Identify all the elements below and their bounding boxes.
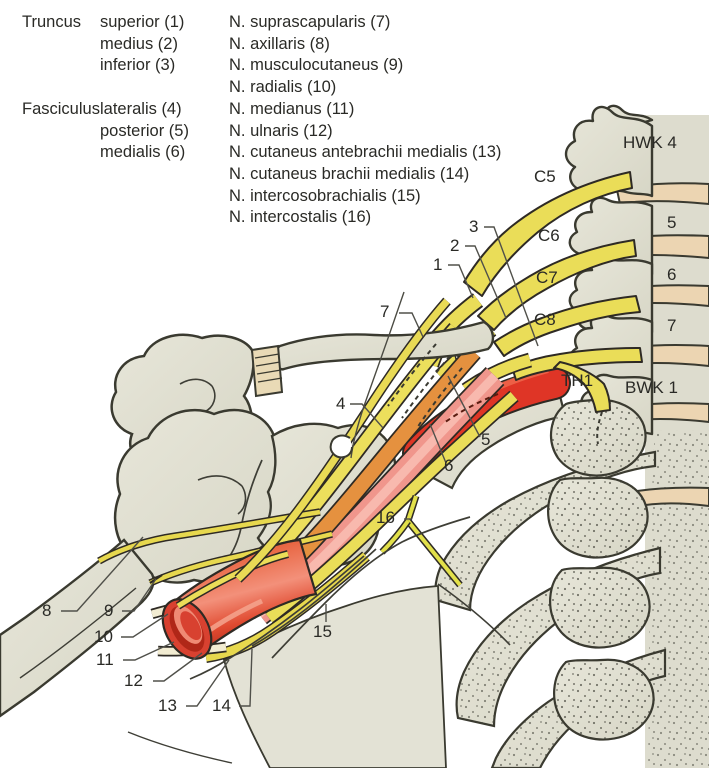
callout-11: 11	[96, 650, 114, 669]
root-t1	[553, 361, 611, 413]
n-cutaneus-antebrachii-medialis	[189, 555, 365, 680]
callout-7: 7	[380, 302, 390, 321]
legend-item-nerve-10: N. radialis (10)	[229, 78, 337, 97]
callout-4: 4	[336, 394, 346, 413]
legend-nerve-list: N. suprascapularis (7) N. axillaris (8) …	[229, 12, 501, 229]
omohyoid-line	[350, 291, 405, 459]
callout-10: 10	[94, 627, 113, 646]
legend-truncus-title: Truncus	[22, 13, 81, 31]
callout-1: 1	[433, 255, 443, 274]
legend-item-nerve-9: N. musculocutaneus (9)	[229, 56, 404, 75]
legend-item-truncus-inferior: inferior (3)	[100, 56, 176, 75]
legend-item-fasciculus-lateralis: lateralis (4)	[100, 100, 182, 118]
callout-12: 12	[124, 671, 143, 690]
coracoid-process	[329, 434, 353, 459]
callout-13: 13	[158, 696, 177, 715]
root-label-c8: C8	[534, 310, 556, 329]
legend-item-fasciculus-posterior: posterior (5)	[100, 121, 189, 140]
root-c5	[463, 171, 633, 297]
root-c7	[493, 295, 641, 357]
legend-item-nerve-13: N. cutaneus antebrachii medialis (13)	[229, 143, 502, 162]
legend-item-nerve-16: N. intercostalis (16)	[229, 208, 372, 227]
root-label-c5: C5	[534, 167, 556, 186]
legend-item-nerve-15: N. intercosobrachialis (15)	[229, 186, 421, 205]
callout-15: 15	[313, 622, 332, 641]
root-label-c7: C7	[536, 268, 558, 287]
legend-fasciculus-items: lateralis (4) posterior (5) medialis (6)	[100, 99, 189, 164]
vertebra-label-7: 7	[667, 316, 677, 335]
vertebra-label-5: 5	[667, 213, 677, 232]
vertebra-label-bwk1: BWK 1	[625, 378, 678, 397]
callout-8: 8	[42, 601, 52, 620]
legend-item-nerve-12: N. ulnaris (12)	[229, 121, 333, 140]
vertebra-label-6: 6	[667, 265, 677, 284]
callout-14: 14	[212, 696, 231, 715]
legend-item-nerve-11: N. medianus (11)	[229, 99, 355, 118]
n-intercosobrachialis	[271, 516, 471, 659]
callout-3: 3	[469, 217, 479, 236]
legend-item-nerve-7: N. suprascapularis (7)	[229, 13, 391, 31]
legend-item-nerve-14: N. cutaneus brachii medialis (14)	[229, 164, 470, 183]
axillary-artery-cut	[152, 538, 318, 660]
stipple-texture	[648, 430, 709, 768]
rib-contour-line	[437, 583, 511, 646]
leader-lines	[61, 226, 539, 707]
callout-2: 2	[450, 236, 460, 255]
root-label-th1: TH1	[561, 371, 594, 390]
branch-nerves	[99, 496, 471, 680]
root-label-c6: C6	[538, 226, 560, 245]
humerus-shaft	[0, 538, 155, 718]
clavicle	[271, 320, 495, 371]
callout-16: 16	[376, 508, 395, 527]
artery-tube-opening	[161, 598, 213, 660]
legend-item-truncus-superior: superior (1)	[100, 13, 185, 31]
root-c8	[511, 347, 643, 381]
legend-truncus-items: superior (1) medius (2) inferior (3)	[100, 12, 184, 77]
legend-item-truncus-medius: medius (2)	[100, 34, 178, 53]
suprascapular-group	[238, 291, 447, 579]
legend-fasciculus-title: Fasciculus	[22, 100, 100, 118]
callout-9: 9	[104, 601, 114, 620]
callout-6: 6	[444, 456, 454, 475]
clavicle-group	[250, 320, 499, 429]
legend-item-nerve-8: N. axillaris (8)	[229, 34, 330, 53]
acromioclavicular-ligament	[250, 344, 284, 398]
n-cutaneus-brachii-medialis	[251, 548, 377, 647]
vertebra-label-hwk4: HWK 4	[623, 133, 677, 152]
hidden-strand-dashes	[387, 343, 463, 429]
legend-item-fasciculus-medialis: medialis (6)	[100, 143, 186, 162]
callout-5: 5	[481, 430, 491, 449]
